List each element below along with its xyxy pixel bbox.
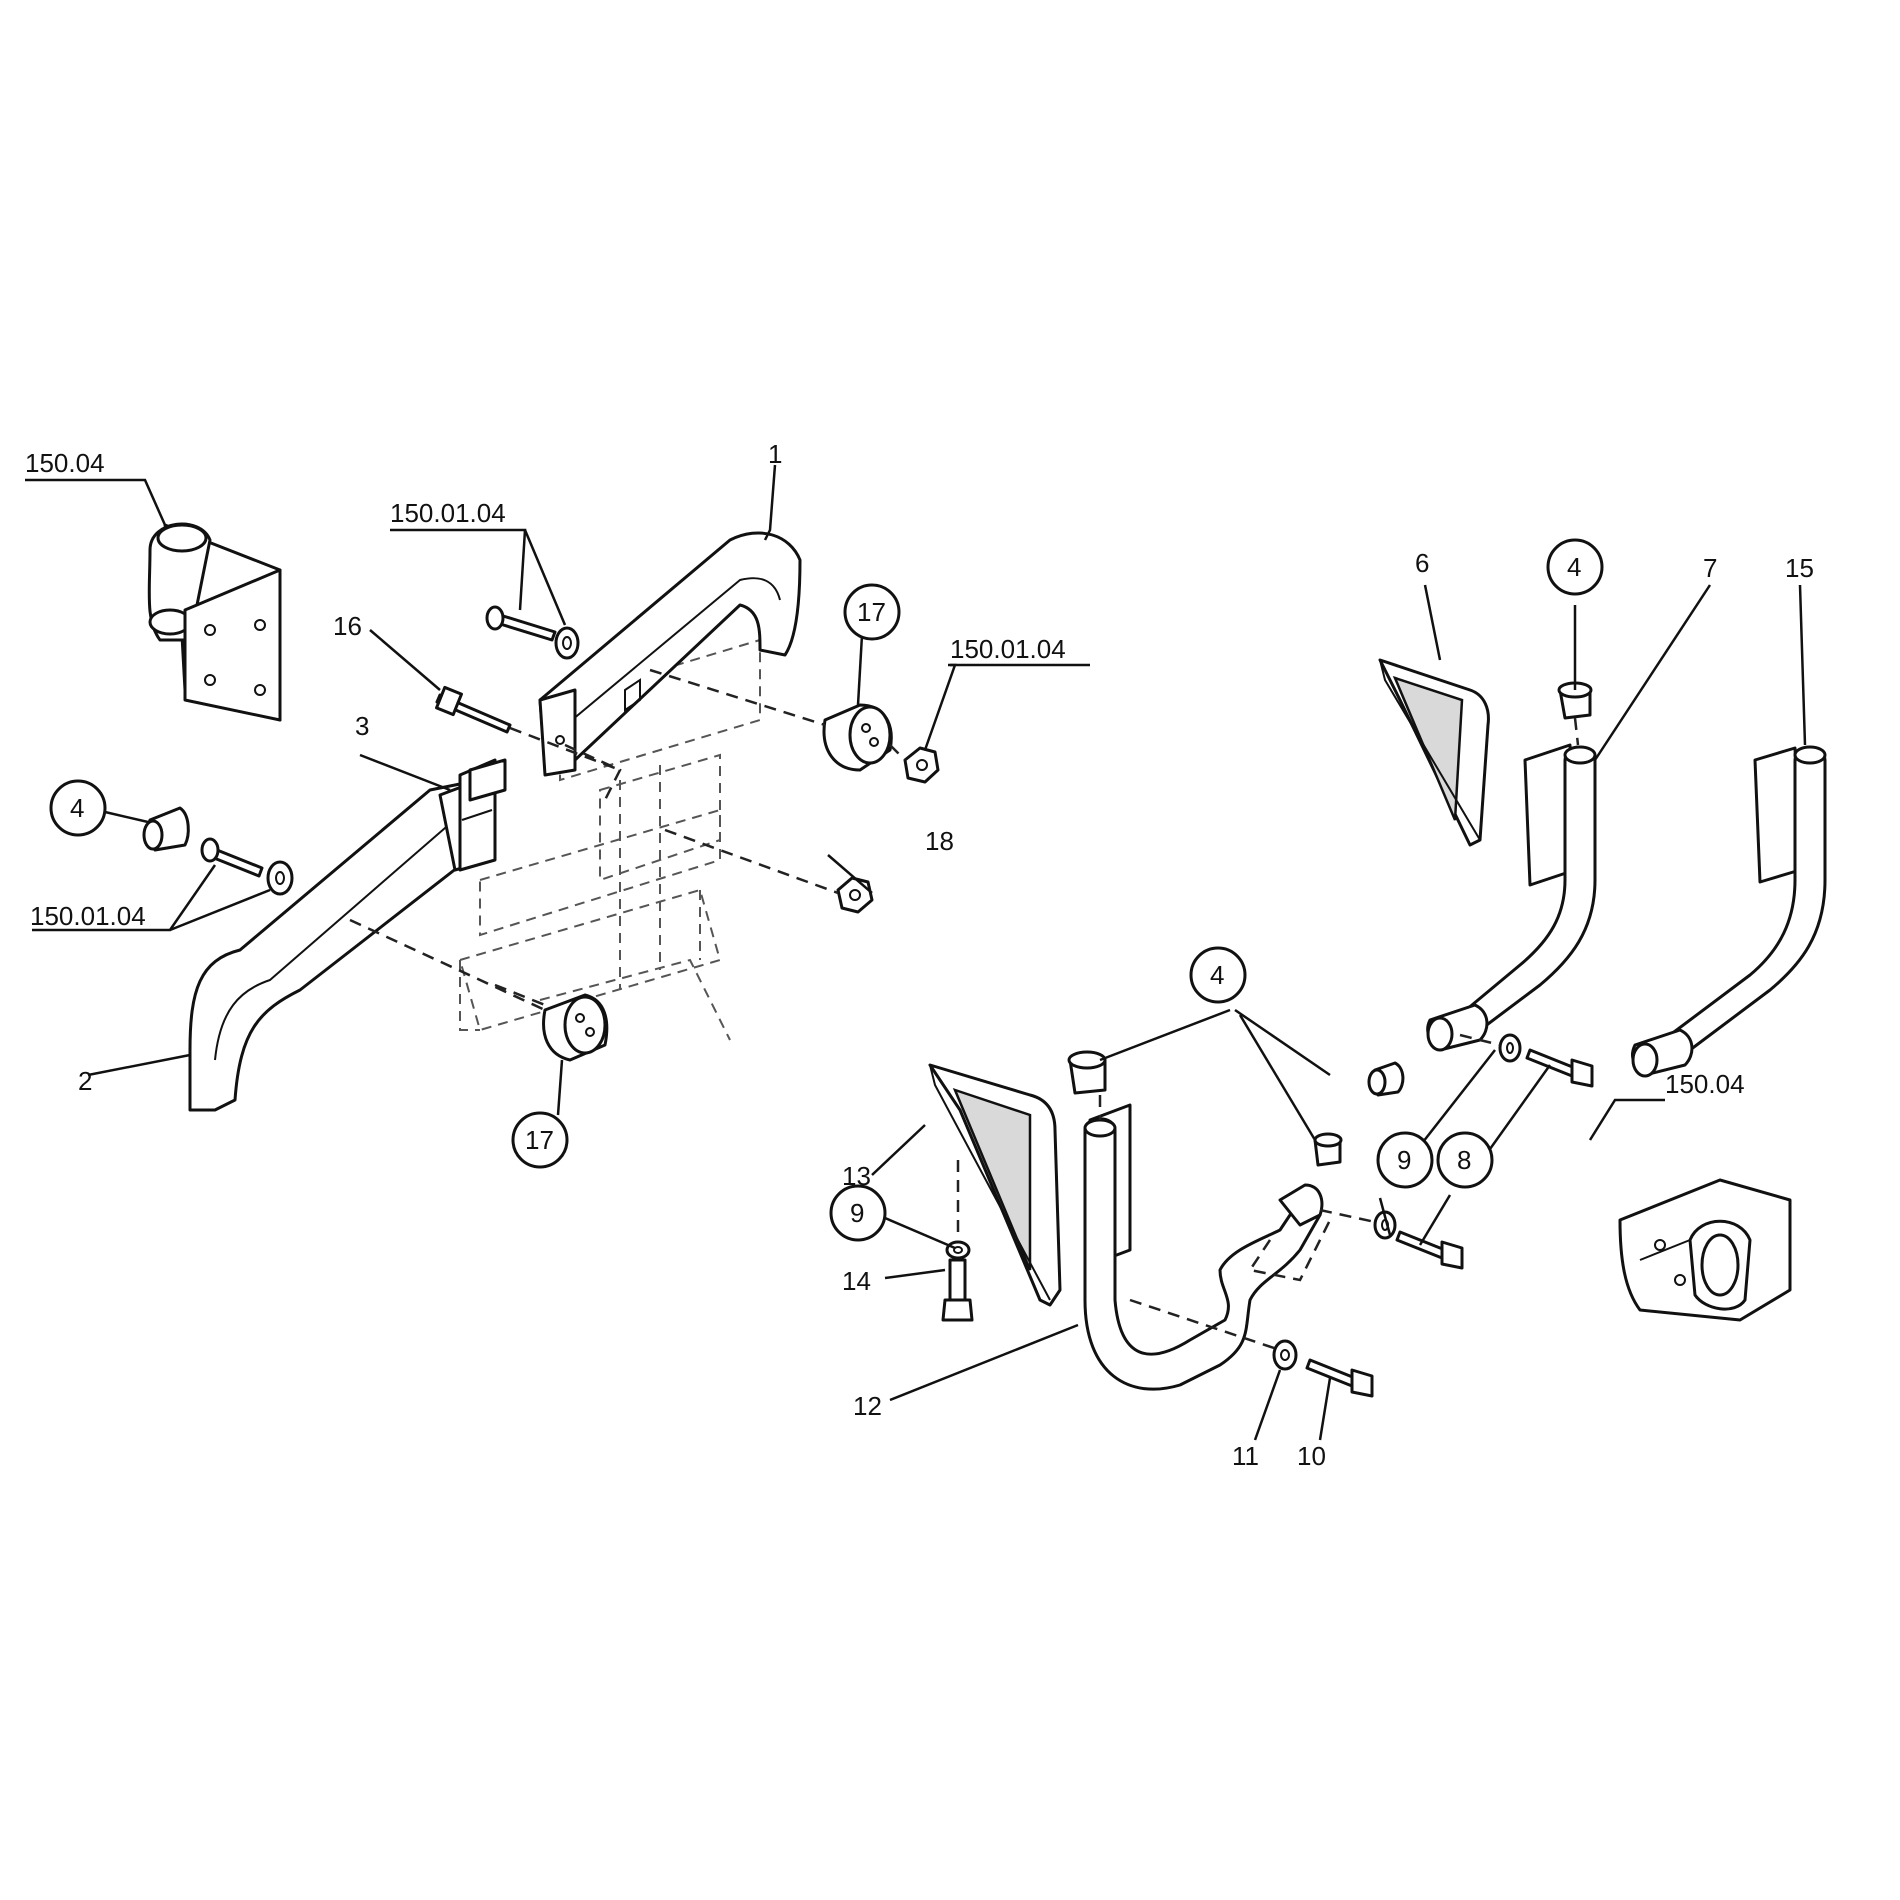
u-step-12 [1083, 1103, 1324, 1391]
phantom-chassis-frame [458, 638, 761, 1041]
bolt-10 [1305, 1358, 1374, 1398]
callout-ring-9-right [1376, 1131, 1434, 1189]
callout-150-01-04-right: 150.01.04 [950, 634, 1066, 664]
callout-14: 14 [842, 1266, 871, 1296]
callout-4-top: 4 [1567, 552, 1581, 582]
bolt-8-upper [1525, 1048, 1594, 1088]
callout-13: 13 [842, 1161, 871, 1191]
bolt-16 [435, 685, 512, 734]
callout-ring-4-mid [1189, 946, 1247, 1004]
callout-150-01-04-left: 150.01.04 [30, 901, 146, 931]
triangular-bracket-13 [928, 1063, 1062, 1307]
washer-9-upper [1498, 1033, 1522, 1063]
step-support-7 [1426, 743, 1597, 1052]
callout-9-left: 9 [850, 1198, 864, 1228]
callout-15: 15 [1785, 553, 1814, 583]
callout-4-mid: 4 [1210, 960, 1224, 990]
callout-4-left: 4 [70, 793, 84, 823]
nut-top-right [903, 746, 940, 784]
washer-9-left [945, 1240, 971, 1260]
assembly-lines-left [349, 668, 906, 1012]
callout-1: 1 [768, 439, 782, 469]
rail-bracket [458, 758, 507, 872]
bolt-washer-left [200, 837, 294, 896]
callout-2: 2 [78, 1066, 92, 1096]
callout-16: 16 [333, 611, 362, 641]
callout-9-right: 9 [1397, 1145, 1411, 1175]
callout-ring-4-top [1546, 538, 1604, 596]
washer-11 [1272, 1339, 1298, 1371]
callout-6: 6 [1415, 548, 1429, 578]
callout-150-01-04-top: 150.01.04 [390, 498, 506, 528]
bolt-8-lower [1395, 1230, 1464, 1270]
hitch-bracket-top-left [147, 522, 282, 722]
leader-lines [25, 464, 1807, 1441]
callout-18: 18 [925, 826, 954, 856]
callout-ring-8 [1436, 1131, 1494, 1189]
rubber-mount-bottom [542, 993, 609, 1062]
triangular-bracket-6 [1378, 658, 1490, 847]
bolt-14 [941, 1258, 974, 1322]
bolt-washer-top [485, 605, 580, 660]
callout-ring-17-bottom [511, 1111, 569, 1169]
cap-left [142, 806, 190, 852]
callout-150-04-top: 150.04 [25, 448, 105, 478]
callout-7: 7 [1703, 553, 1717, 583]
cap-mid-c [1313, 1132, 1343, 1167]
callout-3: 3 [355, 711, 369, 741]
callout-17-top: 17 [857, 597, 886, 627]
cap-mid-a [1067, 1050, 1107, 1095]
callout-ring-17-top [843, 583, 901, 641]
callout-8: 8 [1457, 1145, 1471, 1175]
lower-rail [188, 778, 492, 1112]
upper-rail [538, 531, 802, 777]
callout-ring-9-left [829, 1184, 887, 1242]
assembly-lines-right [956, 717, 1580, 1352]
step-support-15 [1631, 745, 1827, 1078]
callout-10: 10 [1297, 1441, 1326, 1471]
callout-150-04-right: 150.04 [1665, 1069, 1745, 1099]
callout-17-bottom: 17 [525, 1125, 554, 1155]
rubber-mount-top [822, 703, 893, 772]
hitch-bracket-right [1618, 1178, 1792, 1322]
cap-mid-b [1367, 1061, 1405, 1097]
callout-12: 12 [853, 1391, 882, 1421]
callout-11: 11 [1232, 1441, 1259, 1471]
nut-18 [836, 876, 874, 914]
callout-ring-4-left [49, 779, 107, 837]
